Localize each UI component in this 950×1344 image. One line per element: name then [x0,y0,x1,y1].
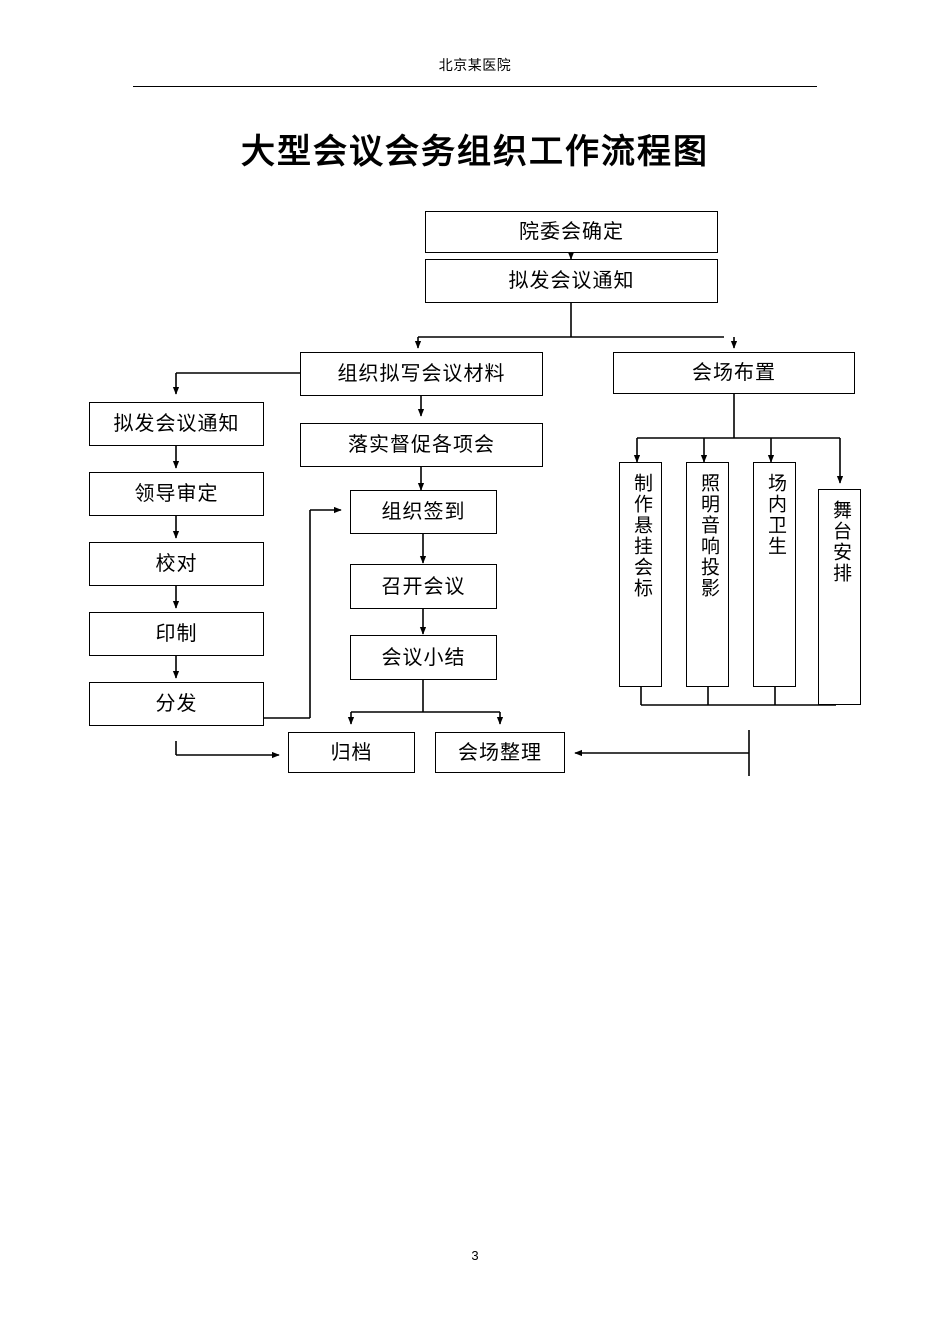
node-hold-meeting[interactable]: 召开会议 [350,564,497,609]
node-proofread[interactable]: 校对 [89,542,264,586]
node-make-banner[interactable]: 制作悬挂会标 [619,462,662,687]
node-lighting-audio-projection-label: 照明音响投影 [697,473,719,599]
header-institution-name: 北京某医院 [438,59,512,74]
node-venue-cleanup[interactable]: 会场整理 [435,732,565,773]
node-lighting-audio-projection[interactable]: 照明音响投影 [686,462,729,687]
header-divider-rule [133,86,817,87]
node-archive[interactable]: 归档 [288,732,415,773]
node-venue-setup[interactable]: 会场布置 [613,352,855,394]
node-start[interactable]: 院委会确定 [425,211,718,253]
node-stage-arrangement-label: 舞台安排 [829,500,851,584]
page-number: 3 [471,1248,479,1263]
node-venue-hygiene[interactable]: 场内卫生 [753,462,796,687]
node-notice-draft-left[interactable]: 拟发会议通知 [89,402,264,446]
node-make-banner-label: 制作悬挂会标 [630,473,652,599]
node-organize-materials[interactable]: 组织拟写会议材料 [300,352,543,396]
node-notice-draft-top[interactable]: 拟发会议通知 [425,259,718,303]
node-distribute[interactable]: 分发 [89,682,264,726]
node-venue-hygiene-label: 场内卫生 [764,473,786,557]
node-implement-supervise[interactable]: 落实督促各项会 [300,423,543,467]
node-organize-signin[interactable]: 组织签到 [350,490,497,534]
page-header: 北京某医院 [0,0,950,100]
node-stage-arrangement[interactable]: 舞台安排 [818,489,861,705]
document-title: 大型会议会务组织工作流程图 [241,132,709,172]
node-meeting-summary[interactable]: 会议小结 [350,635,497,680]
node-print[interactable]: 印制 [89,612,264,656]
node-leader-review[interactable]: 领导审定 [89,472,264,516]
